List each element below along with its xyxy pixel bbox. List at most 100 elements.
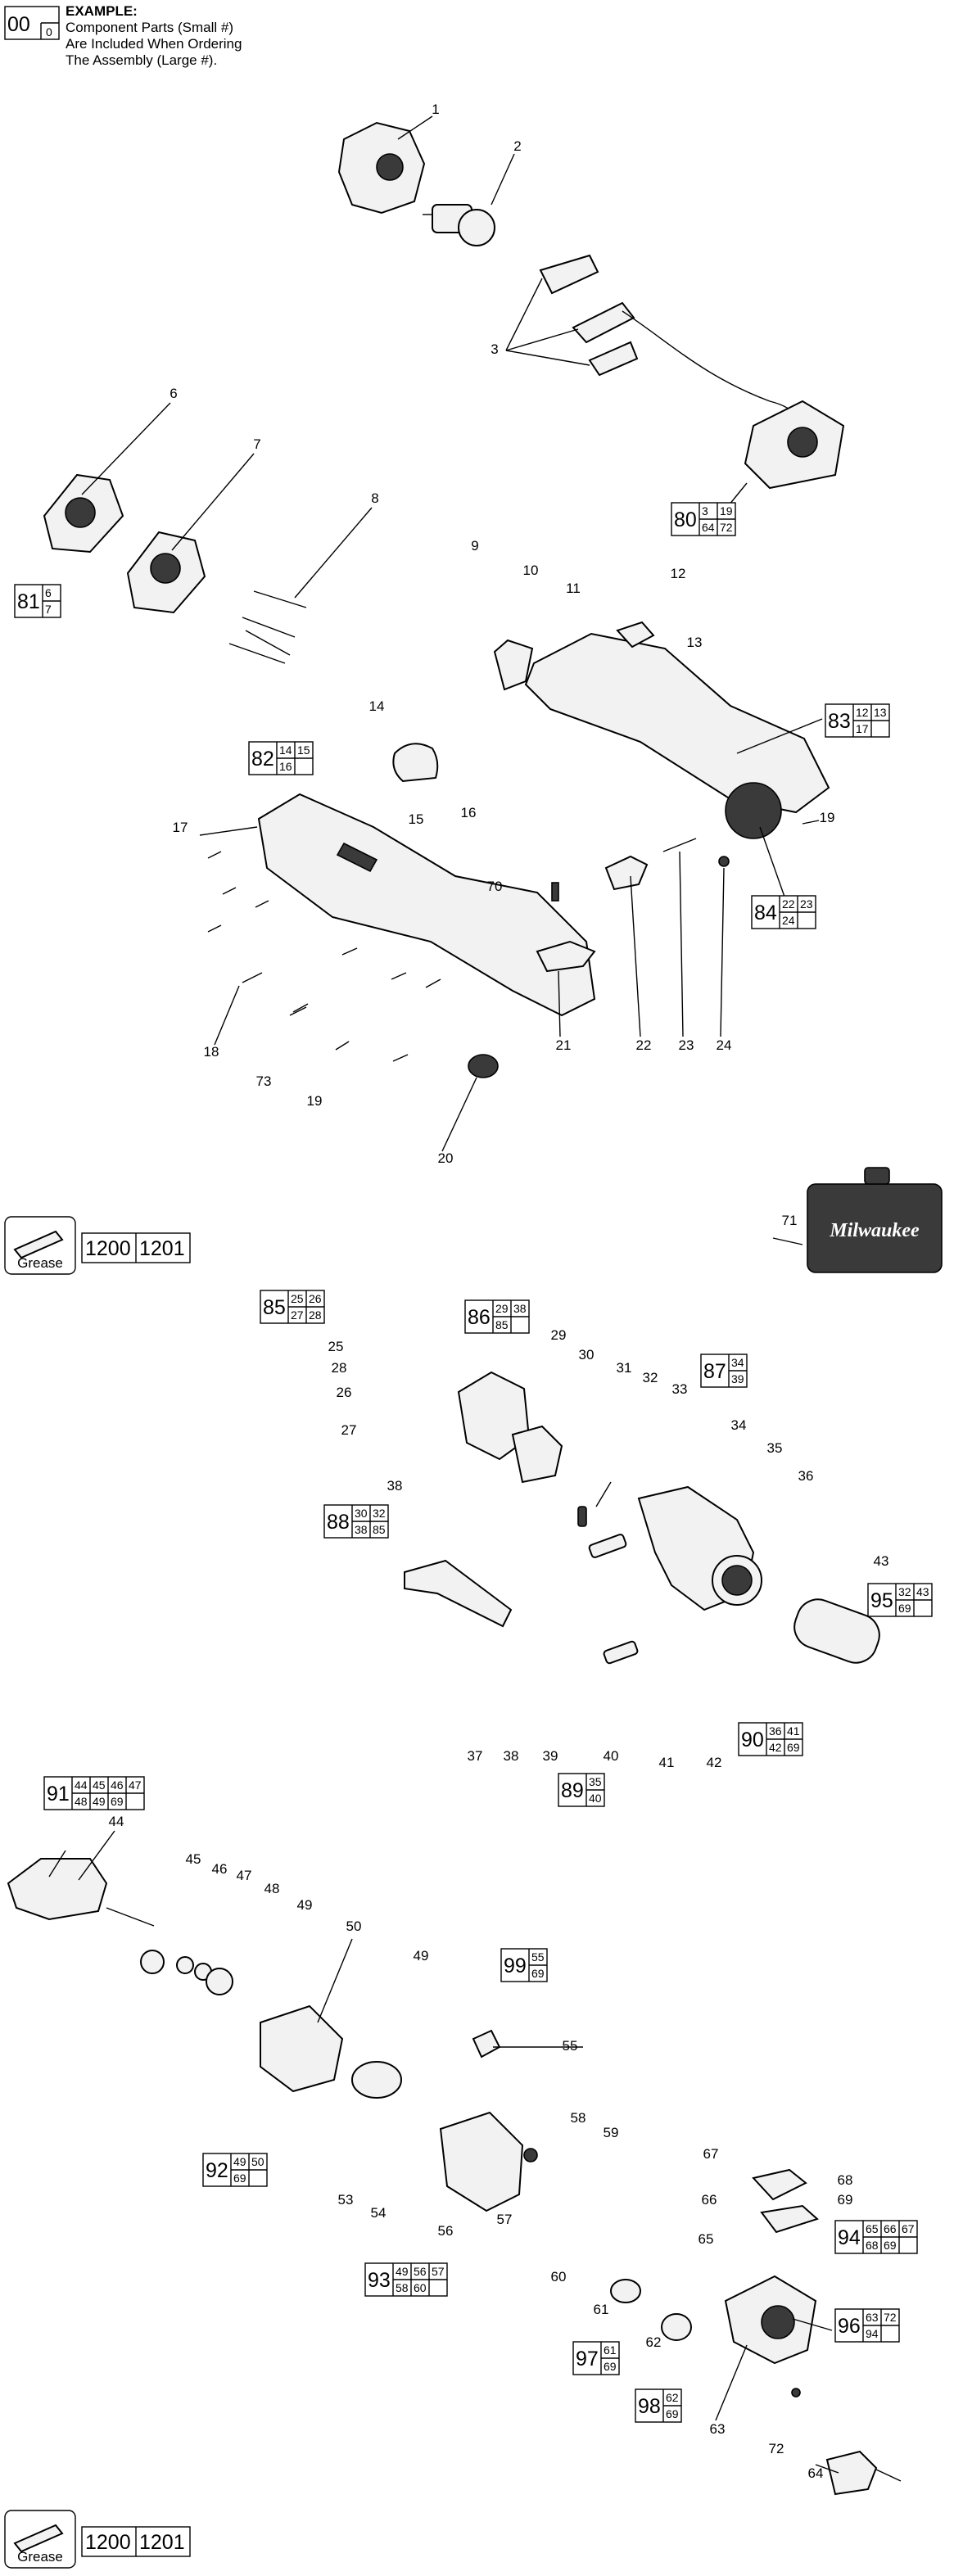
assembly-part-number: 69 xyxy=(531,1967,545,1980)
assembly-part-number: 48 xyxy=(75,1795,88,1808)
assembly-part-number: 61 xyxy=(604,2343,617,2357)
assembly-part-number: 32 xyxy=(373,1507,386,1520)
part-main-housing xyxy=(257,793,596,1017)
callout-number: 64 xyxy=(808,2465,824,2481)
callout-number: 73 xyxy=(256,1073,272,1089)
assembly-part-number: 46 xyxy=(111,1778,124,1792)
assembly-number: 84 xyxy=(754,902,777,924)
callout-number: 53 xyxy=(338,2192,354,2208)
grease-code: 1201 xyxy=(139,2531,185,2554)
callout-number: 13 xyxy=(687,635,703,650)
assembly-number: 89 xyxy=(561,1779,584,1802)
assembly-part-number: 69 xyxy=(604,2360,617,2373)
assembly-number: 90 xyxy=(741,1729,764,1751)
part-trigger-lock xyxy=(536,940,596,973)
callout-number: 50 xyxy=(346,1918,362,1934)
assembly-part-number: 24 xyxy=(782,914,795,927)
part-pins-gear xyxy=(577,1481,639,1665)
part-spindle-assembly xyxy=(439,2029,538,2212)
assembly-number: 80 xyxy=(674,508,697,531)
assembly-part-number: 25 xyxy=(291,1292,304,1305)
callout-number: 30 xyxy=(579,1347,595,1363)
assembly-number: 86 xyxy=(468,1306,491,1329)
assembly-part-number: 44 xyxy=(75,1778,88,1792)
callout-number: 37 xyxy=(468,1748,483,1764)
part-drive-shaft xyxy=(7,1858,155,1927)
assembly-box-99: 99 55 69 xyxy=(500,1948,548,1982)
callout-number: 38 xyxy=(504,1748,519,1764)
assembly-part-number: 41 xyxy=(787,1724,800,1738)
callout-number: 24 xyxy=(717,1037,732,1053)
assembly-part-number: 69 xyxy=(787,1741,800,1754)
assembly-part-number: 43 xyxy=(916,1585,929,1598)
callout-number: 10 xyxy=(523,563,539,578)
callout-number: 60 xyxy=(551,2269,567,2285)
callout-number: 19 xyxy=(307,1093,323,1109)
callout-number: 70 xyxy=(487,879,503,894)
callout-number: 45 xyxy=(186,1851,201,1867)
example-line-1: Component Parts (Small #) xyxy=(66,20,234,35)
callout-number: 15 xyxy=(409,811,424,827)
callout-number: 43 xyxy=(874,1553,889,1569)
example-line-3: The Assembly (Large #). xyxy=(66,52,218,68)
callout-number: 22 xyxy=(636,1037,652,1053)
assembly-part-number: 69 xyxy=(111,1795,124,1808)
callout-number: 19 xyxy=(820,810,835,825)
assembly-part-number: 68 xyxy=(866,2239,879,2252)
assembly-part-number: 14 xyxy=(279,743,292,757)
callout-number: 6 xyxy=(170,386,177,401)
callout-number: 3 xyxy=(491,341,498,357)
assembly-part-number: 62 xyxy=(666,2391,679,2404)
callout-number: 21 xyxy=(556,1037,572,1053)
part-yoke-housing xyxy=(457,1371,563,1484)
assembly-number: 98 xyxy=(638,2395,661,2418)
assembly-part-number: 42 xyxy=(769,1741,782,1754)
part-clip-15 xyxy=(392,743,439,783)
callout-number: 35 xyxy=(767,1440,783,1456)
assembly-number: 99 xyxy=(504,1955,527,1977)
callout-number: 18 xyxy=(204,1044,219,1060)
assembly-number: 83 xyxy=(828,710,851,733)
callout-number: 57 xyxy=(497,2212,513,2227)
callout-number: 69 xyxy=(838,2192,853,2208)
callout-number: 58 xyxy=(571,2110,586,2126)
part-chuck xyxy=(724,2168,902,2496)
part-fan-baffle xyxy=(126,531,206,614)
grease-tube-icon xyxy=(13,2524,64,2553)
assembly-part-number: 94 xyxy=(866,2327,879,2340)
callout-number: 44 xyxy=(109,1814,124,1829)
assembly-part-number: 34 xyxy=(731,1356,744,1369)
assembly-part-number: 50 xyxy=(251,2155,264,2168)
callout-number: 17 xyxy=(173,820,188,835)
grease-tube-icon xyxy=(13,1230,64,1259)
part-blade-holder xyxy=(404,1559,513,1628)
callout-number: 26 xyxy=(337,1385,352,1400)
callout-number: 47 xyxy=(237,1868,252,1883)
assembly-part-number: 60 xyxy=(414,2281,427,2294)
assembly-part-number: 3 xyxy=(702,504,708,517)
assembly-part-number: 63 xyxy=(866,2311,879,2324)
callout-number: 2 xyxy=(513,138,521,154)
assembly-part-number: 55 xyxy=(531,1950,545,1964)
part-bevel-gear xyxy=(637,1485,762,1611)
assembly-part-number: 69 xyxy=(666,2407,679,2420)
assembly-number: 91 xyxy=(47,1783,70,1805)
assembly-number: 94 xyxy=(838,2226,861,2249)
example-line-2: Are Included When Ordering xyxy=(66,36,242,52)
assembly-part-number: 45 xyxy=(93,1778,106,1792)
assembly-part-number: 85 xyxy=(373,1523,386,1536)
assembly-part-number: 67 xyxy=(902,2222,915,2235)
assembly-number: 96 xyxy=(838,2315,861,2338)
assembly-part-number: 85 xyxy=(495,1318,509,1331)
callout-number: 7 xyxy=(253,436,260,452)
grease-code: 1200 xyxy=(85,2531,131,2554)
callout-number: 49 xyxy=(297,1897,313,1913)
callout-number: 20 xyxy=(438,1150,454,1166)
